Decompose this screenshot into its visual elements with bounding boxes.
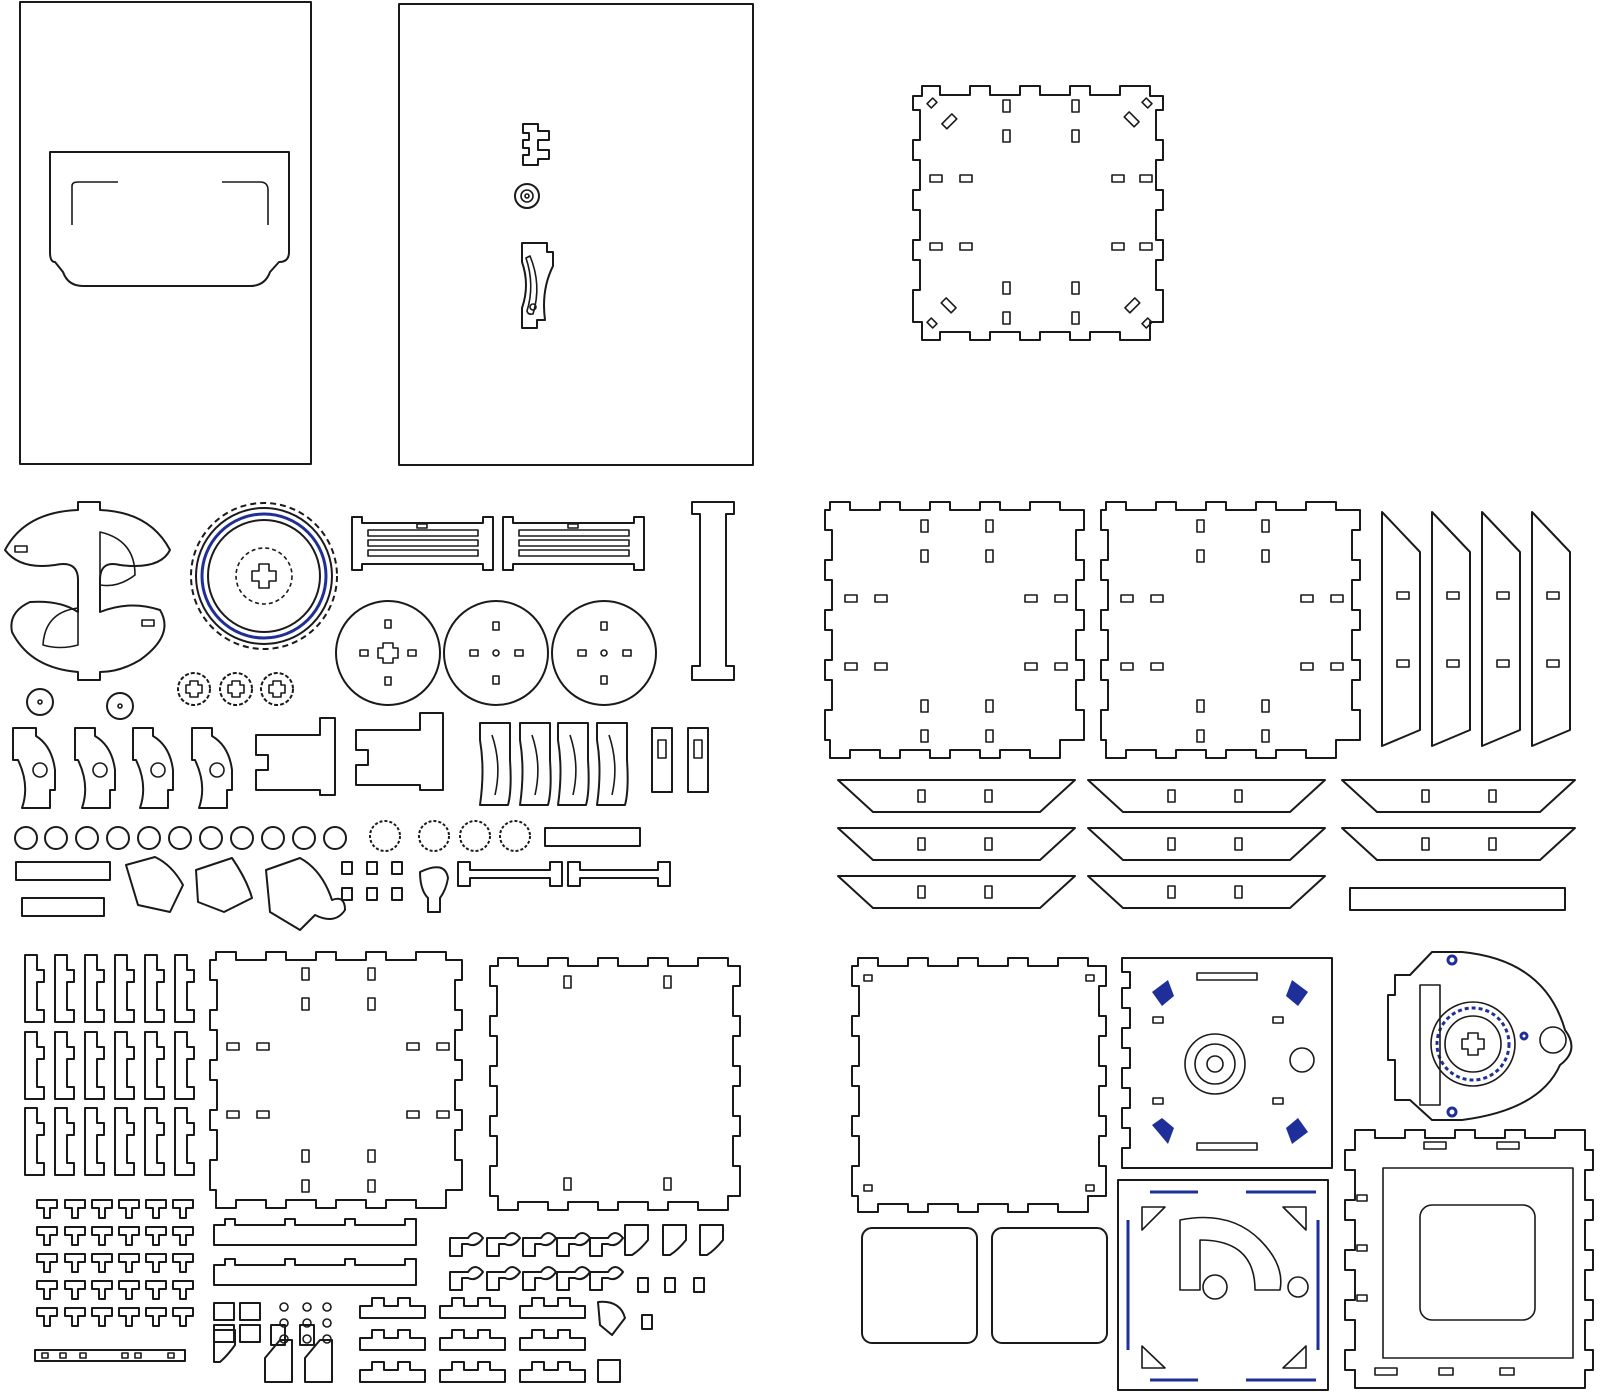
top-box-panel bbox=[912, 85, 1164, 341]
bracket-frames bbox=[255, 712, 444, 796]
small-blocks bbox=[341, 861, 403, 901]
vertical-bar bbox=[691, 501, 735, 681]
rail-frames bbox=[351, 516, 645, 571]
square-panel-a bbox=[824, 501, 1085, 759]
hook-parts bbox=[449, 1232, 624, 1291]
long-strip bbox=[34, 1349, 186, 1362]
large-gear-ring bbox=[190, 502, 338, 650]
corner-brackets bbox=[213, 1224, 724, 1363]
t-clip-grid bbox=[36, 1199, 194, 1327]
quarter-plates bbox=[125, 856, 449, 931]
clip-pieces bbox=[651, 727, 709, 793]
wave-rails bbox=[264, 1297, 626, 1383]
rounded-squares bbox=[861, 1227, 1108, 1344]
small-pins bbox=[637, 1277, 705, 1330]
slotted-links bbox=[479, 722, 629, 806]
clip-grid bbox=[24, 954, 195, 1176]
trapezoid-panels bbox=[837, 779, 1576, 911]
s-frame-part bbox=[4, 501, 171, 681]
washers bbox=[26, 688, 134, 720]
square-panel-e bbox=[851, 957, 1107, 1213]
cam-plate-engraved bbox=[1117, 1179, 1329, 1391]
square-panel-d bbox=[489, 957, 741, 1211]
small-gears-row bbox=[177, 672, 294, 706]
curved-arms-row bbox=[12, 727, 233, 809]
panel-left-large bbox=[19, 1, 312, 465]
square-panel-b bbox=[1100, 501, 1361, 759]
panel-left-tall bbox=[398, 3, 754, 466]
angled-side-panels bbox=[1381, 511, 1571, 747]
frame-panel-window bbox=[1344, 1129, 1594, 1389]
toothed-bars bbox=[213, 1218, 417, 1286]
u-clips bbox=[213, 1302, 261, 1343]
cam-discs bbox=[335, 600, 657, 706]
linkage-bars bbox=[15, 827, 671, 917]
round-mount-plate bbox=[1387, 951, 1573, 1121]
button-gears-row bbox=[14, 820, 531, 852]
square-panel-c bbox=[209, 951, 463, 1209]
base-plate-engraved bbox=[1121, 957, 1333, 1169]
